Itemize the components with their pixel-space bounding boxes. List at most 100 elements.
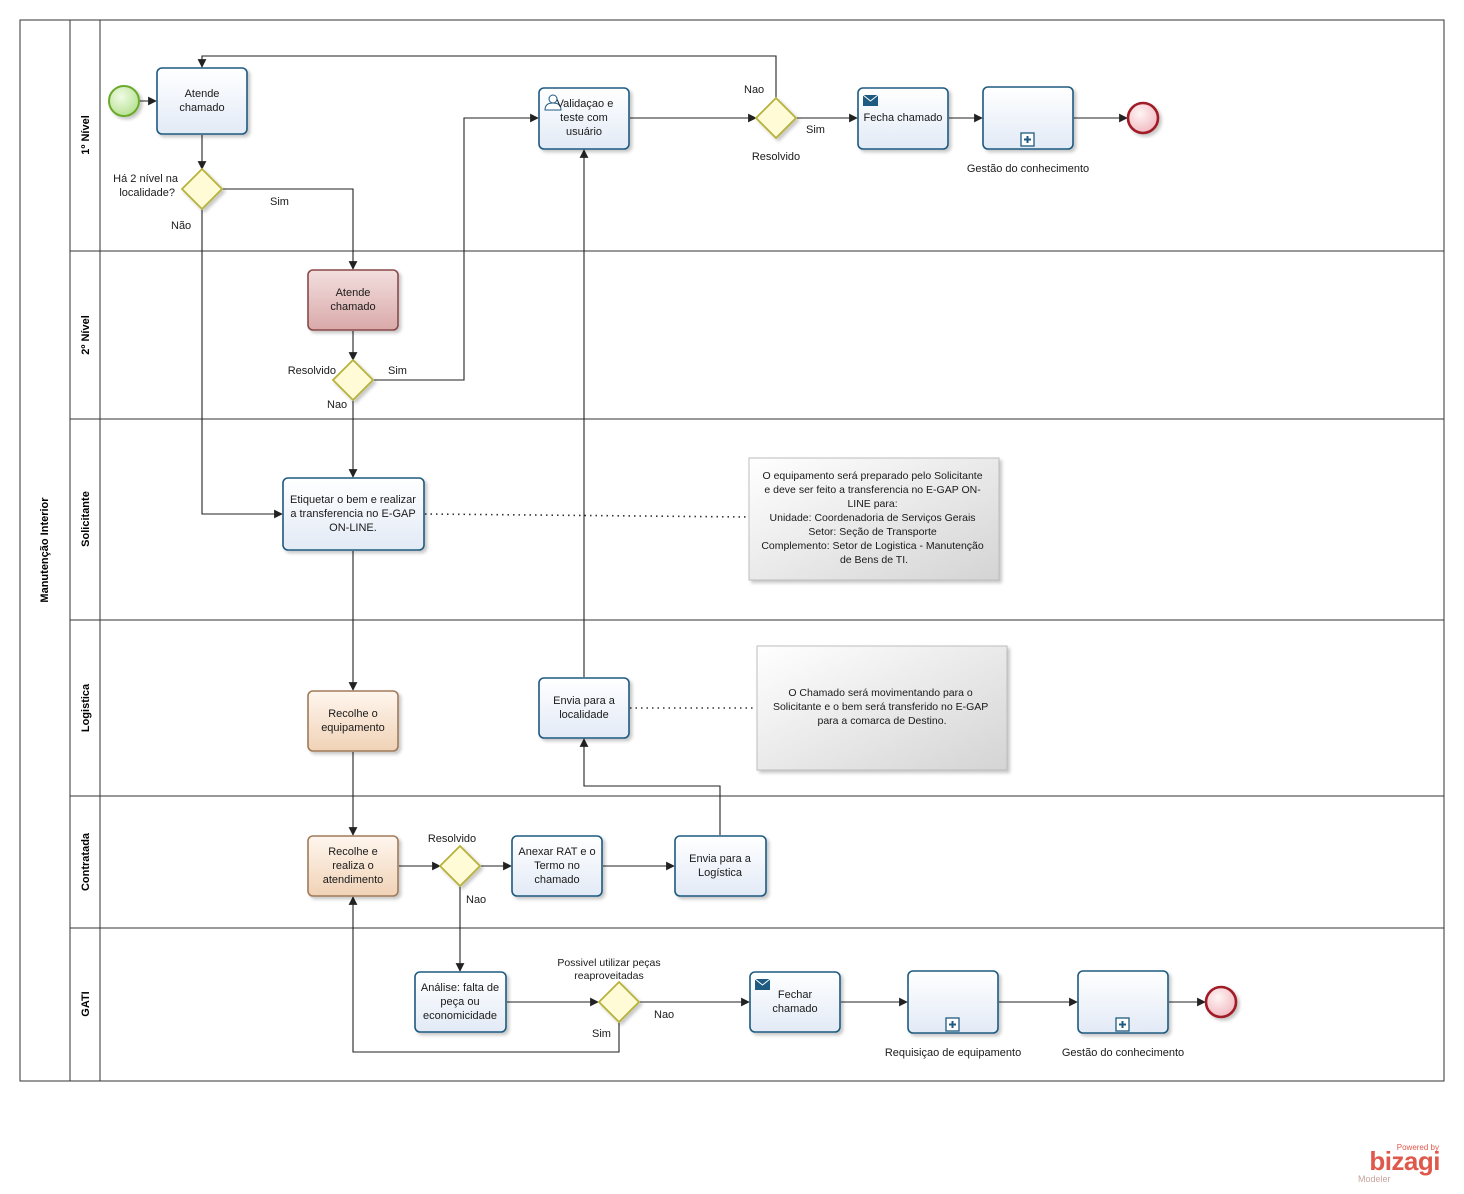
lane-title-2-nivel: 2º Nível: [80, 315, 92, 354]
task-label: Fechar: [778, 989, 813, 1001]
task-label: ON-LINE.: [329, 522, 377, 534]
gateway-label: Possivel utilizar peças: [557, 957, 660, 969]
task-label: Validaçao e: [557, 98, 614, 110]
subprocess-requisicao-equipamento[interactable]: Requisiçao de equipamento: [885, 970, 1021, 1059]
task-label: Etiquetar o bem e realizar: [290, 494, 416, 506]
flow-label: Nao: [327, 399, 347, 411]
task-label: Termo no: [534, 860, 580, 872]
lane-title-1-nivel: 1º Nível: [80, 115, 92, 154]
annotation-line: Solicitante e o bem será transferido no …: [773, 701, 988, 713]
task-label: Atende: [336, 287, 371, 299]
start-event[interactable]: [108, 85, 140, 117]
logo-name: bizagi: [1369, 1146, 1440, 1176]
flow-label: Não: [171, 220, 191, 232]
gateway-resolvido-1-nivel[interactable]: Resolvido: [752, 96, 800, 163]
end-event-gati[interactable]: [1204, 985, 1238, 1019]
lane-title-gati: GATI: [80, 991, 92, 1016]
pool: Manutenção Interior 1º Nível 2º Nível So…: [19, 19, 1445, 1082]
task-label: economicidade: [423, 1010, 497, 1022]
flow-label: Sim: [592, 1028, 611, 1040]
annotation-logistica: O Chamado será movimentando para o Solic…: [756, 645, 1008, 771]
task-label: Logística: [698, 867, 743, 879]
task-label: teste com: [560, 112, 608, 124]
task-anexar-rat[interactable]: Anexar RAT e o Termo no chamado: [511, 835, 603, 897]
user-task-icon: [544, 94, 562, 111]
task-label: equipamento: [321, 722, 385, 734]
svg-text:O equipamento será preparado p: O equipamento será preparado pelo Solici…: [761, 470, 986, 566]
gateway-label: Resolvido: [752, 151, 800, 163]
task-label: Recolhe o: [328, 708, 378, 720]
gateway-label: localidade?: [119, 187, 175, 199]
flow-label: Sim: [270, 196, 289, 208]
gateway-ha-2-nivel[interactable]: Há 2 nível na localidade?: [113, 167, 224, 211]
annotation-line: Setor: Seção de Transporte: [808, 526, 937, 538]
annotation-line: e deve ser feito a transferencia no E-GA…: [764, 484, 981, 496]
flow-label: Nao: [466, 894, 486, 906]
flow-label: Sim: [806, 124, 825, 136]
annotation-line: O Chamado será movimentando para o: [788, 687, 973, 699]
lane-title-solicitante: Solicitante: [80, 491, 92, 547]
gateway-label: Há 2 nível na: [113, 173, 179, 185]
gateway-label: reaproveitadas: [574, 970, 643, 982]
gateway-label: Resolvido: [428, 833, 476, 845]
task-label: usuário: [566, 126, 602, 138]
bizagi-logo: Powered by bizagi Modeler: [1358, 1143, 1441, 1184]
annotation-line: de Bens de TI.: [840, 554, 908, 566]
lane-title-contratada: Contratada: [80, 832, 92, 891]
expand-icon: [1115, 1017, 1130, 1032]
task-recolhe-realiza[interactable]: Recolhe e realiza o atendimento: [307, 835, 399, 897]
annotation-solicitante: O equipamento será preparado pelo Solici…: [748, 457, 1000, 581]
annotation-line: para a comarca de Destino.: [818, 715, 947, 727]
annotation-line: O equipamento será preparado pelo Solici…: [763, 470, 983, 482]
task-label: Recolhe e: [328, 846, 378, 858]
annotation-line: LINE para:: [847, 498, 897, 510]
task-label: chamado: [534, 874, 579, 886]
flow-labels: Sim Não Sim Nao Sim Nao Nao Sim Nao: [171, 84, 825, 1040]
gateway-resolvido-contratada[interactable]: Resolvido: [428, 833, 482, 888]
end-event-1-nivel[interactable]: [1126, 101, 1160, 135]
svg-text:O Chamado será movimentando pa: O Chamado será movimentando para o Solic…: [773, 687, 991, 727]
task-label: chamado: [772, 1003, 817, 1015]
subprocess-gestao-conhecimento-2[interactable]: Gestão do conhecimento: [1062, 970, 1184, 1059]
sequence-flows: [139, 55, 1206, 1053]
task-label: Envia para a: [553, 695, 616, 707]
subprocess-label: Gestão do conhecimento: [1062, 1047, 1184, 1059]
task-label: Anexar RAT e o: [518, 846, 595, 858]
subprocess-gestao-conhecimento-1[interactable]: Gestão do conhecimento: [967, 86, 1089, 175]
task-label: realiza o: [332, 860, 374, 872]
expand-icon: [1020, 132, 1035, 147]
subprocess-label: Gestão do conhecimento: [967, 163, 1089, 175]
annotation-line: Complemento: Setor de Logistica - Manute…: [761, 540, 984, 552]
task-envia-localidade[interactable]: Envia para a localidade: [538, 677, 630, 739]
task-fecha-chamado[interactable]: Fecha chamado: [857, 87, 949, 150]
task-label: atendimento: [323, 874, 384, 886]
task-label: peça ou: [440, 996, 479, 1008]
task-label: localidade: [559, 709, 609, 721]
task-recolhe-equipamento[interactable]: Recolhe o equipamento: [307, 690, 399, 752]
message-icon: [862, 94, 879, 106]
task-validacao-teste[interactable]: Validaçao e teste com usuário: [538, 87, 630, 150]
lane-title-logistica: Logistica: [80, 683, 92, 732]
pool-title: Manutenção Interior: [39, 497, 51, 603]
expand-icon: [945, 1017, 960, 1032]
task-fechar-chamado[interactable]: Fechar chamado: [749, 971, 841, 1033]
task-analise[interactable]: Análise: falta de peça ou economicidade: [414, 971, 507, 1033]
task-label: chamado: [179, 102, 224, 114]
task-label: Análise: falta de: [421, 982, 499, 994]
gateway-resolvido-2-nivel[interactable]: Resolvido: [288, 358, 375, 402]
